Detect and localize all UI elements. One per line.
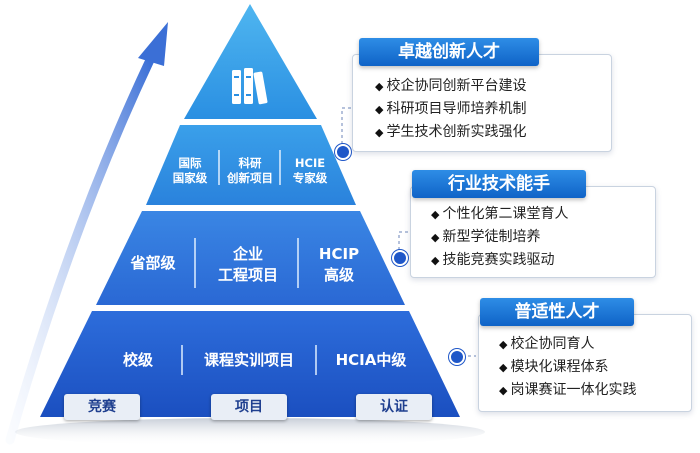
panel-item: 新型学徒制培养: [431, 226, 655, 249]
panel-industry: 个性化第二课堂育人 新型学徒制培养 技能竞赛实践驱动: [410, 186, 656, 278]
pyramid-shadow: [15, 418, 485, 446]
tier1-cell-research: 科研 创新项目: [227, 156, 273, 185]
connector-1: [341, 107, 352, 150]
tier2-block: [96, 211, 405, 305]
footer-label-certification: 认证: [356, 394, 432, 420]
tier3-cell-course: 课程实训项目: [203, 351, 294, 369]
panel-item: 科研项目导师培养机制: [375, 98, 611, 121]
panel-item: 校企协同育人: [499, 333, 691, 356]
growth-arrow-head: [138, 22, 168, 66]
footer-label-project: 项目: [211, 394, 287, 420]
panel-excellence: 校企协同创新平台建设 科研项目导师培养机制 学生技术创新实践强化: [352, 54, 612, 152]
connector-dot-2: [392, 250, 408, 266]
panel-title-excellence: 卓越创新人才: [359, 38, 539, 66]
tier3-cell-school: 校级: [122, 351, 153, 369]
connector-dot-1: [335, 144, 351, 160]
books-icon: [232, 68, 268, 105]
panel-item: 校企协同创新平台建设: [375, 75, 611, 98]
panel-item: 个性化第二课堂育人: [431, 203, 655, 226]
tier1-block: [146, 125, 356, 205]
growth-arrow: [5, 55, 155, 445]
connector-2: [398, 231, 409, 256]
footer-label-competition: 竞赛: [64, 394, 140, 420]
tier1-cell-international: 国际 国家级: [172, 156, 208, 185]
tier2-cell-provincial: 省部级: [130, 254, 176, 272]
top-block: [184, 4, 317, 119]
tier1-cell-hcie: HCIE 专家级: [292, 156, 328, 185]
panel-item: 技能竞赛实践驱动: [431, 249, 655, 272]
panel-title-industry: 行业技术能手: [412, 170, 586, 198]
panel-item: 岗课赛证一体化实践: [499, 379, 691, 402]
tier2-cell-hcip: HCIP 高级: [318, 245, 360, 284]
tier3-block: [40, 311, 460, 417]
connector-dot-3: [449, 349, 465, 365]
tier2-cell-enterprise: 企业 工程项目: [217, 245, 278, 284]
panel-item: 模块化课程体系: [499, 356, 691, 379]
panel-item: 学生技术创新实践强化: [375, 121, 611, 144]
panel-general: 校企协同育人 模块化课程体系 岗课赛证一体化实践: [478, 314, 692, 412]
tier3-cell-hcia: HCIA中级: [335, 351, 407, 369]
panel-title-general: 普适性人才: [480, 298, 634, 326]
